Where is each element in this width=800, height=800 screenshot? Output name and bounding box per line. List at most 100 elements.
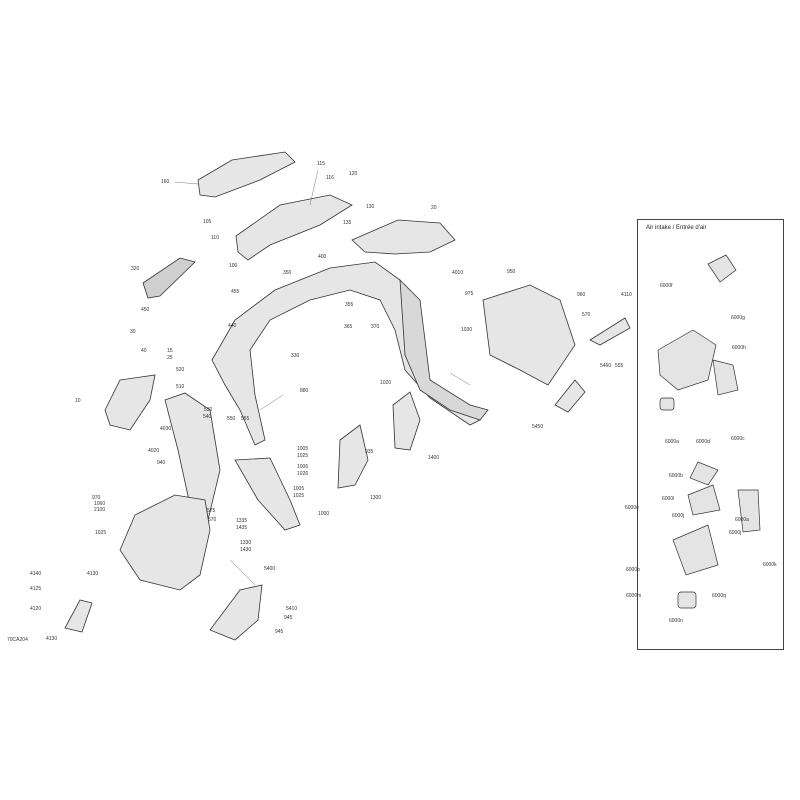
inset-part-label: 6000a bbox=[735, 517, 749, 523]
left-panel-part bbox=[104, 374, 156, 431]
part-number-label: 116 bbox=[326, 175, 334, 181]
part-number-label: 4020 bbox=[148, 448, 160, 454]
part-number-label: 370 bbox=[371, 324, 380, 330]
filter-part bbox=[659, 397, 675, 411]
tray-part bbox=[482, 284, 576, 386]
part-number-label: 4110 bbox=[621, 292, 632, 298]
inset-part-label: 6000i bbox=[662, 496, 675, 502]
part-number-label: 20 bbox=[431, 205, 437, 211]
part-number-label: 105 bbox=[203, 219, 212, 225]
part-number-label: 25 bbox=[167, 355, 173, 361]
leader-line bbox=[174, 181, 199, 185]
part-number-label: 10 bbox=[75, 398, 81, 404]
part-number-label: 115 bbox=[317, 161, 325, 167]
part-number-label: 960 bbox=[577, 292, 586, 298]
part-number-label: 5410 bbox=[286, 606, 298, 612]
part-number-label: 4125 bbox=[30, 586, 42, 592]
leader-line bbox=[259, 394, 284, 411]
part-number-label: 540 bbox=[203, 414, 212, 420]
pillar-part bbox=[164, 392, 221, 521]
part-number-label: 1430 bbox=[240, 547, 252, 553]
inset-part-label: 6000q bbox=[712, 593, 726, 599]
part-number-label: 110 bbox=[211, 235, 219, 241]
part-number-label: 970 bbox=[92, 495, 101, 501]
part-number-label: 40 bbox=[141, 348, 147, 354]
housing-lower-part bbox=[672, 524, 719, 576]
part-number-label: 100 bbox=[229, 263, 238, 269]
part-number-label: 4120 bbox=[30, 606, 42, 612]
part-number-label: 365 bbox=[344, 324, 353, 330]
inset-part-label: 6000m bbox=[626, 593, 642, 599]
part-number-label: 135 bbox=[343, 220, 352, 226]
right-bracket-part bbox=[554, 379, 586, 413]
part-number-label: 1025 bbox=[293, 493, 305, 499]
part-number-label: 510 bbox=[176, 384, 185, 390]
part-number-label: 4010 bbox=[452, 270, 464, 276]
part-number-label: 1060 bbox=[94, 501, 106, 507]
part-number-label: 130 bbox=[366, 204, 375, 210]
part-number-label: 570 bbox=[208, 517, 217, 523]
part-number-label: 880 bbox=[300, 388, 309, 394]
part-number-label: 945 bbox=[275, 629, 284, 635]
part-number-label: 1020 bbox=[380, 380, 392, 386]
leader-line bbox=[229, 559, 256, 586]
part-number-label: 30 bbox=[130, 329, 136, 335]
main-frame-part bbox=[211, 261, 481, 446]
part-number-label: 570 bbox=[582, 312, 591, 318]
part-number-label: 555 bbox=[615, 363, 624, 369]
inset-part-label: 6000n bbox=[669, 618, 683, 624]
part-number-label: 160 bbox=[161, 179, 170, 185]
bottom-panel-part bbox=[209, 584, 263, 641]
elbow-part bbox=[689, 461, 719, 486]
part-number-label: 1400 bbox=[428, 455, 440, 461]
part-number-label: 455 bbox=[231, 289, 240, 295]
part-number-label: 2100 bbox=[94, 507, 106, 513]
dash-panel-part bbox=[235, 194, 353, 261]
part-number-label: 1335 bbox=[236, 518, 248, 524]
part-number-label: 350 bbox=[283, 270, 292, 276]
grille-part bbox=[142, 257, 196, 299]
part-number-label: 1435 bbox=[236, 525, 248, 531]
intake-tube-part bbox=[712, 359, 739, 396]
part-number-label: 355 bbox=[345, 302, 354, 308]
part-number-label: 1300 bbox=[370, 495, 382, 501]
part-number-label: 5460 bbox=[600, 363, 612, 369]
part-number-label: 575 bbox=[207, 508, 216, 514]
right-guard-part bbox=[392, 391, 421, 451]
part-number-label: 4140 bbox=[30, 571, 42, 577]
part-number-label: 1005 bbox=[293, 486, 305, 492]
part-number-label: 950 bbox=[507, 269, 516, 275]
part-number-label: 520 bbox=[176, 367, 185, 373]
part-number-label: 1330 bbox=[240, 540, 252, 546]
part-number-label: 15 bbox=[167, 348, 173, 354]
part-number-label: 975 bbox=[465, 291, 474, 297]
part-number-label: 1025 bbox=[297, 453, 309, 459]
part-number-label: 330 bbox=[291, 353, 300, 359]
guard-part bbox=[337, 424, 369, 489]
part-number-label: 120 bbox=[349, 171, 358, 177]
leader-line bbox=[309, 169, 319, 206]
part-number-label: 5450 bbox=[532, 424, 544, 430]
part-number-label: 450 bbox=[141, 307, 150, 313]
inset-title: Air intake / Entrée d'air bbox=[646, 225, 707, 231]
elbow-right-part bbox=[737, 489, 761, 533]
part-number-label: 1006 bbox=[297, 464, 309, 470]
leader-line bbox=[449, 372, 471, 386]
part-number-label: 4030 bbox=[160, 426, 172, 432]
part-number-label: 400 bbox=[318, 254, 327, 260]
part-number-label: 550 bbox=[227, 416, 236, 422]
inset-part-label: 6000a bbox=[665, 439, 679, 445]
housing-upper-part bbox=[687, 484, 721, 516]
part-number-label: 1026 bbox=[297, 471, 309, 477]
top-lid-part bbox=[197, 151, 296, 198]
part-number-label: 1030 bbox=[461, 327, 473, 333]
filter-lower-part bbox=[677, 591, 697, 609]
inset-part-label: 6000j bbox=[729, 530, 742, 536]
inset-part-label: 6000j bbox=[672, 513, 685, 519]
intake-housing-part bbox=[657, 329, 717, 391]
side-frame-part bbox=[399, 278, 489, 421]
part-number-label: 4130 bbox=[87, 571, 99, 577]
inset-part-label: 6000g bbox=[731, 315, 745, 321]
fender-cover-part bbox=[351, 219, 456, 255]
